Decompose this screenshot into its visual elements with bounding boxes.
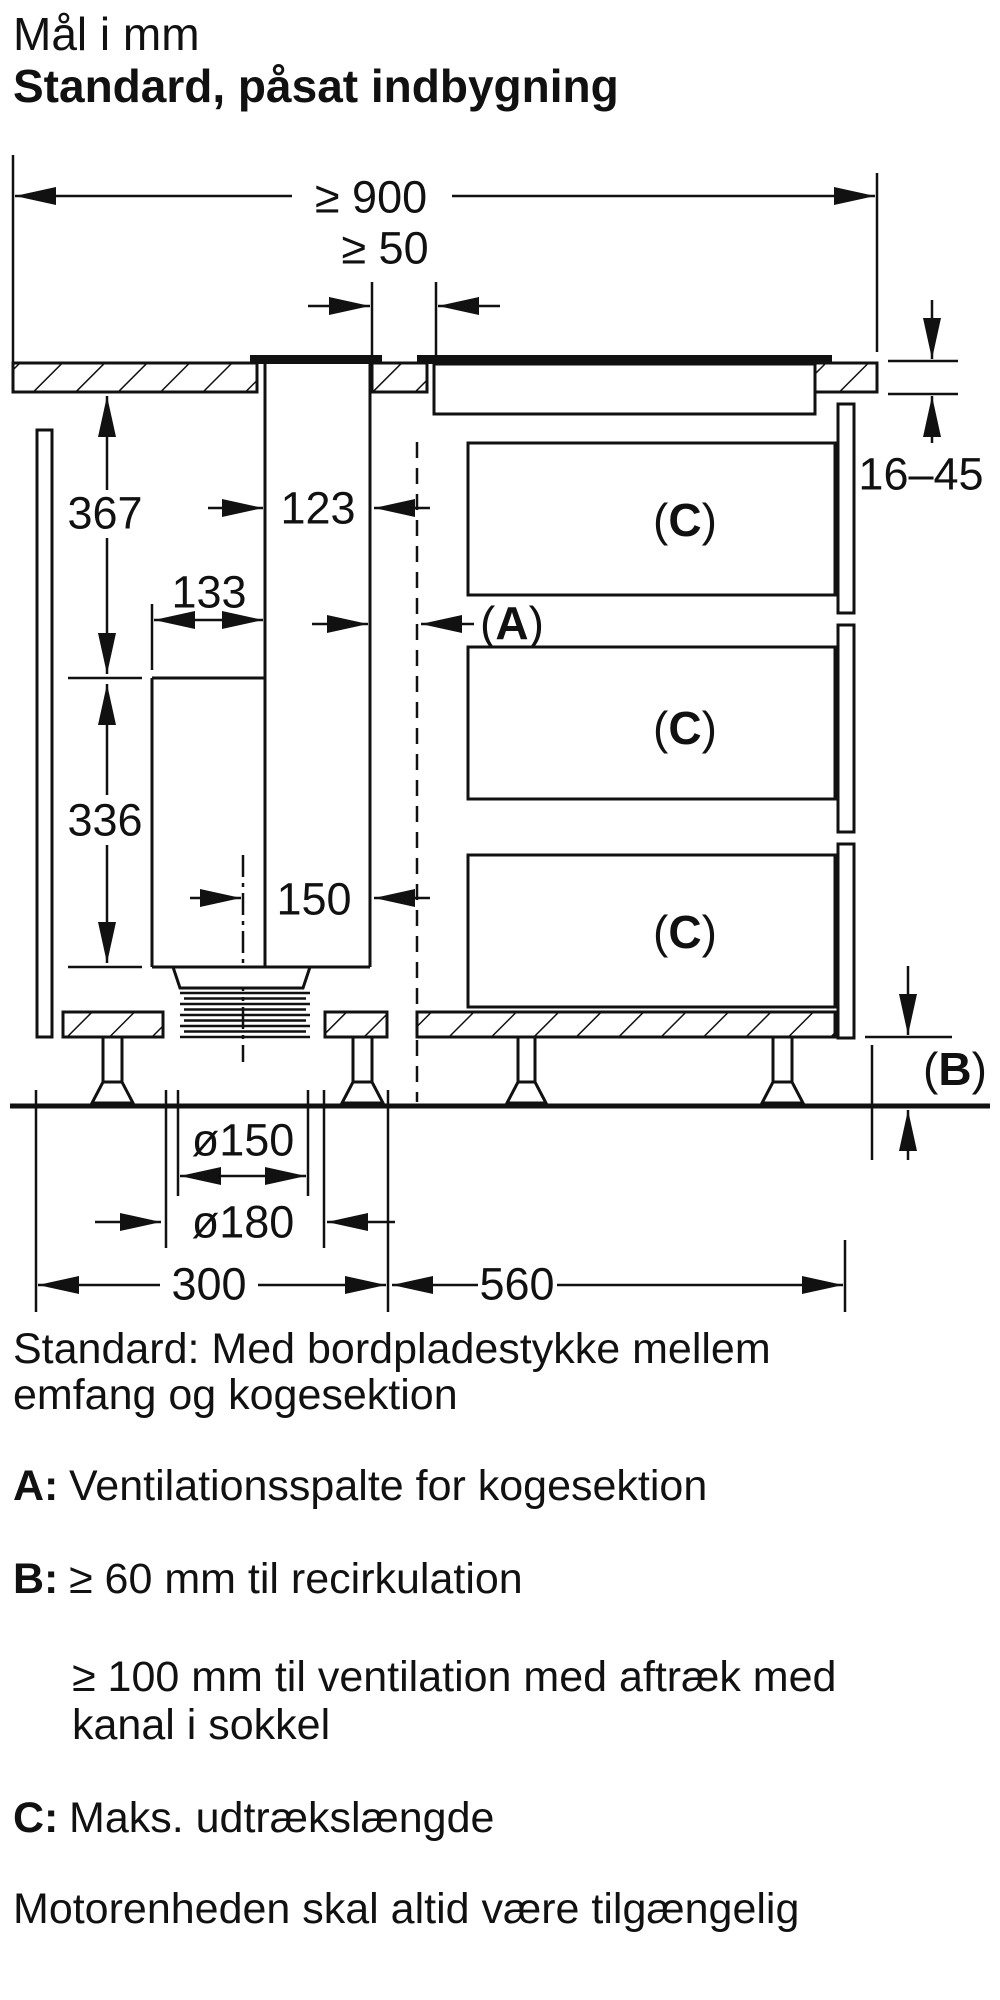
note-c-label: C:: [13, 1794, 59, 1842]
note-footer-text: Motorenheden skal altid være tilgængelig: [13, 1885, 800, 1933]
dim-duct-offset-label: 150: [276, 874, 351, 925]
dim-hose-outer-label: ø180: [192, 1197, 295, 1248]
title-variant: Standard, påsat indbygning: [13, 60, 619, 112]
label-b: (B): [923, 1043, 987, 1095]
drawer-boxes: (C) (C) (C): [466, 441, 837, 1009]
dim-hose-outer: ø180: [95, 1197, 395, 1248]
adjustable-foot: [504, 1035, 549, 1105]
label-c-1: (C): [653, 494, 717, 546]
plinth-middle: [323, 1010, 389, 1039]
title-units: Mål i mm: [13, 8, 200, 60]
worktop-strip: [370, 361, 429, 394]
dim-duct-offset: 150: [190, 855, 430, 1062]
plinth: [61, 1010, 837, 1039]
cooktop-plate: [417, 355, 832, 364]
dim-upper-height: 367: [67, 396, 143, 680]
drawer-1: [466, 441, 837, 597]
worktop-right: [813, 361, 879, 394]
label-c-3: (C): [653, 906, 717, 958]
label-c-2: (C): [653, 702, 717, 754]
dim-hob-clearance-label: ≥ 50: [341, 223, 428, 274]
right-side-panel-bottom: [836, 842, 856, 1040]
right-side-panel-middle: [836, 623, 856, 834]
flex-hose: [170, 965, 313, 1039]
dim-worktop-thickness: 16–45: [858, 300, 984, 500]
hose-flange: [170, 965, 313, 990]
note-c-text: Maks. udtrækslængde: [69, 1794, 495, 1842]
dim-motor-width: 133: [150, 567, 263, 670]
dim-right-cabinet-width: 560: [392, 1259, 843, 1310]
drawer-2: [466, 645, 837, 801]
adjustable-foot: [89, 1035, 136, 1105]
dim-hose-inner-label: ø150: [192, 1115, 295, 1166]
dim-hose-inner: ø150: [180, 1115, 306, 1185]
note-a-label: A:: [13, 1462, 59, 1510]
note-b-label: B:: [13, 1555, 59, 1603]
ventilation-gap-a: (A): [312, 442, 544, 1102]
cabinet-side-panels: [35, 402, 856, 1040]
dim-lower-height-label: 336: [67, 795, 142, 846]
dim-lower-height: 336: [67, 684, 143, 969]
plinth-right: [415, 1010, 837, 1039]
dim-duct-width: 123: [208, 483, 430, 534]
dim-right-cabinet-width-label: 560: [479, 1259, 554, 1310]
note-footer: Motorenheden skal altid være tilgængelig: [13, 1886, 993, 1932]
dim-hob-clearance: ≥ 50: [308, 223, 500, 358]
adjustable-foot: [339, 1035, 386, 1105]
duct-cover-plate: [250, 355, 382, 364]
plinth-left: [61, 1010, 165, 1039]
dim-left-cabinet-width-label: 300: [171, 1259, 246, 1310]
dim-duct-width-label: 123: [280, 483, 355, 534]
note-standard: Standard: Med bordpladestykke mellem emf…: [13, 1326, 993, 1418]
dim-total-width-label: ≥ 900: [315, 172, 427, 223]
adjustable-foot: [759, 1035, 806, 1105]
dim-upper-height-label: 367: [67, 488, 142, 539]
note-b: B: ≥ 60 mm til recirkulation: [13, 1556, 993, 1602]
left-side-panel: [35, 428, 54, 1039]
extension-lines: [34, 1090, 847, 1312]
label-a: (A): [480, 597, 544, 649]
note-c: C: Maks. udtrækslængde: [13, 1795, 993, 1841]
page-title: Mål i mm Standard, påsat indbygning: [13, 8, 619, 112]
note-b-text: ≥ 60 mm til recirkulation: [69, 1555, 523, 1603]
note-standard-line1: Standard: Med bordpladestykke mellem: [13, 1325, 771, 1373]
note-b-extra-line1: ≥ 100 mm til ventilation med aftræk med: [72, 1653, 837, 1701]
note-a-text: Ventilationsspalte for kogesektion: [69, 1462, 708, 1510]
installation-drawing: ≥ 900 ≥ 50 16–45: [10, 155, 990, 1312]
dim-motor-width-label: 133: [171, 567, 246, 618]
drawer-3: [466, 853, 837, 1009]
worktop: [11, 361, 879, 394]
downdraft-extractor: [150, 355, 382, 969]
cooktop-body: [432, 362, 817, 416]
dim-total-width: ≥ 900: [11, 155, 879, 362]
recirculation-gap-b: (B): [865, 966, 987, 1160]
cabinet-feet: [89, 1035, 806, 1105]
dim-worktop-thickness-label: 16–45: [858, 449, 983, 500]
dim-left-cabinet-width: 300: [38, 1259, 386, 1310]
note-a: A: Ventilationsspalte for kogesektion: [13, 1463, 993, 1509]
cooktop: [417, 355, 832, 416]
hose-corrugation: [180, 991, 310, 1039]
right-side-panel-top: [836, 402, 856, 615]
note-b-extra-line2: kanal i sokkel: [72, 1701, 331, 1749]
note-standard-line2: emfang og kogesektion: [13, 1371, 458, 1419]
worktop-left: [11, 361, 259, 394]
note-b-extra: ≥ 100 mm til ventilation med aftræk med …: [13, 1653, 1000, 1749]
